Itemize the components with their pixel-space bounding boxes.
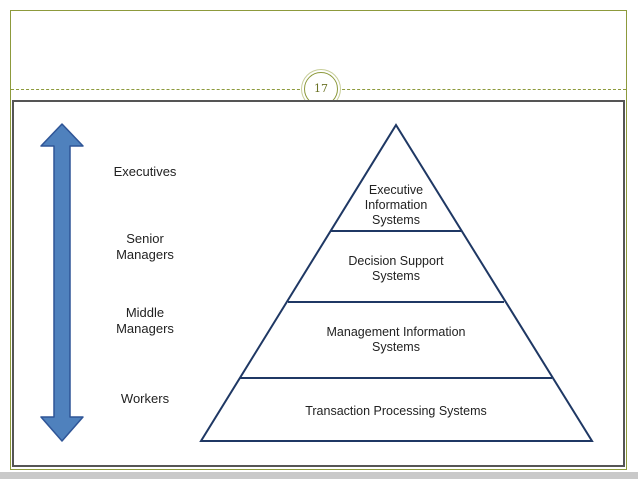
double-headed-arrow [40, 123, 84, 442]
tier-label-executive-information-systems: Executive Information Systems [364, 183, 428, 227]
role-label-executives: Executives [113, 164, 177, 179]
tier-label-decision-support-systems: Decision Support Systems [348, 254, 444, 283]
role-label-workers: Workers [120, 391, 170, 406]
tier-label-transaction-processing-systems: Transaction Processing Systems [305, 404, 487, 418]
slide-frame [10, 10, 627, 470]
role-label-senior-managers: Senior Managers [116, 231, 174, 262]
pyramid-outline [199, 123, 594, 442]
diagram-panel [12, 100, 625, 467]
role-label-middle-managers: Middle Managers [116, 305, 174, 336]
bottom-bar [0, 472, 638, 479]
tier-label-management-information-systems: Management Information Systems [326, 325, 466, 354]
page-number: 17 [314, 82, 328, 95]
